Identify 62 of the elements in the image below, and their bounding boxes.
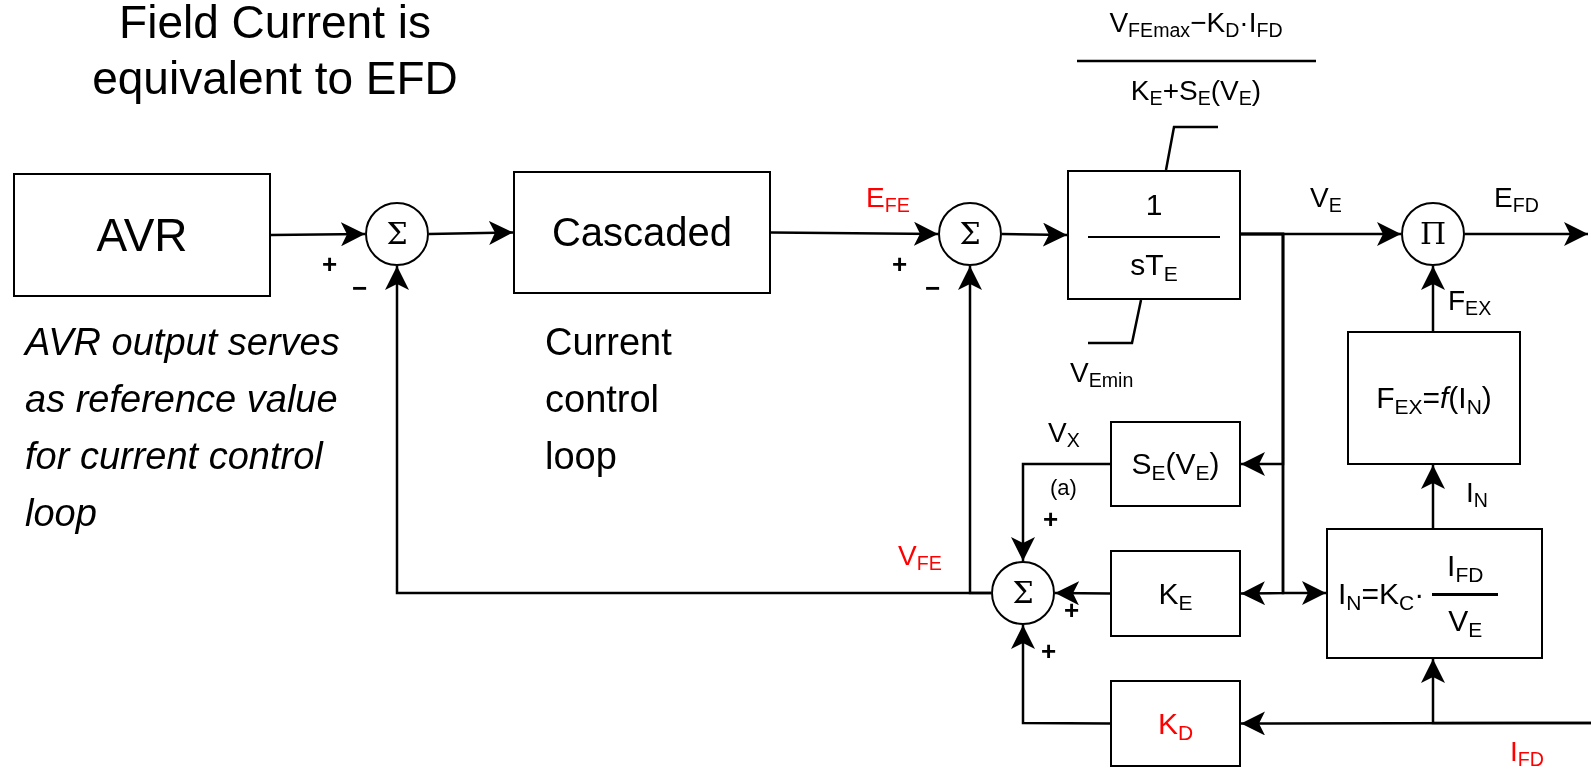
numerator: 1 <box>1145 187 1163 222</box>
saturation-block <box>1110 421 1241 507</box>
arrow <box>1011 625 1110 725</box>
sign-label: + <box>1041 637 1057 666</box>
signal-label: V$_{Emin}$ <box>1070 358 1134 389</box>
denominator: sT$_{E}$ <box>1130 248 1178 283</box>
block-label: S$_{E}$(V$_{E}$) <box>1131 447 1220 481</box>
arrow <box>1421 465 1445 528</box>
block-label: Cascaded <box>551 210 733 255</box>
equation-text: I$_{N}$=K$_{C}$· <box>1338 576 1425 611</box>
block-label: F$_{EX}$=f(I$_{N}$) <box>1376 381 1492 415</box>
gain-block <box>1110 550 1241 637</box>
arrow <box>385 266 991 595</box>
avr-block <box>13 173 271 297</box>
signal-label: F$_{EX}$ <box>1448 286 1492 317</box>
diagram-title: Field Current is equivalent to EFD <box>91 0 459 106</box>
function-block <box>1347 331 1521 465</box>
gain-block <box>1110 680 1241 767</box>
sign-label: − <box>352 274 368 303</box>
operator-symbol: Π <box>1419 219 1447 249</box>
signal-label: (a) <box>1050 476 1077 501</box>
annotation-text: AVR output serves as reference value for current control loop <box>25 320 341 536</box>
annotation-text: Current control loop <box>545 320 673 479</box>
denominator: V$_{E}$ <box>1448 603 1483 638</box>
numerator: I$_{FD}$ <box>1447 549 1484 584</box>
limit-label: V$_{FEmax}$−K$_{D}$·I$_{FD}$ <box>1108 8 1284 39</box>
signal-label: V$_{E}$ <box>1310 183 1342 214</box>
signal-label: V$_{X}$ <box>1048 418 1080 449</box>
signal-label: E$_{FD}$ <box>1494 183 1539 214</box>
block-label: K$_{D}$ <box>1157 706 1194 741</box>
block-label: K$_{E}$ <box>1158 576 1193 611</box>
rectifier-block <box>1326 528 1543 659</box>
block-label: AVR <box>96 208 188 262</box>
sign-label: − <box>925 274 941 303</box>
signal-label: I$_{FD}$ <box>1510 737 1544 768</box>
operator-symbol: Σ <box>959 219 981 249</box>
operator-symbol: Σ <box>386 219 408 249</box>
summing-junction <box>938 202 1002 266</box>
multiplier-junction <box>1401 202 1465 266</box>
sign-label: + <box>1043 505 1059 534</box>
arrow <box>1001 222 1068 247</box>
signal-label: V$_{FE}$ <box>898 541 942 572</box>
arrow <box>428 220 514 245</box>
summing-junction <box>365 202 429 266</box>
arrow <box>1055 581 1110 606</box>
sign-label: + <box>1064 596 1080 625</box>
arrow <box>1011 462 1110 561</box>
arrow <box>1421 659 1591 725</box>
arrow <box>1421 266 1445 331</box>
controller-block <box>513 171 771 294</box>
arrow <box>1241 232 1326 605</box>
arrow <box>271 222 365 247</box>
integrator-block <box>1067 170 1241 300</box>
sign-label: + <box>322 250 338 279</box>
arrow <box>771 221 938 246</box>
operator-symbol: Σ <box>1012 578 1034 608</box>
limit-label: K$_{E}$+S$_{E}$(V$_{E}$) <box>1129 76 1263 107</box>
sign-label: + <box>892 250 908 279</box>
signal-label: I$_{N}$ <box>1466 478 1488 509</box>
signal-label: E$_{FE}$ <box>866 183 910 214</box>
summing-junction <box>991 561 1055 625</box>
arrow <box>1465 222 1588 246</box>
